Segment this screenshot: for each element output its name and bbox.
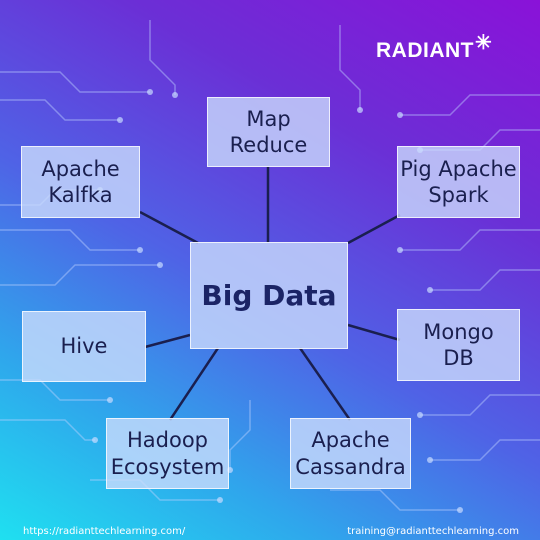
website-link[interactable]: https://radianttechlearning.com/ [23,526,186,537]
connector-hive [144,333,191,349]
node-label: Apache [41,156,120,181]
node-label: Hive [60,334,108,359]
node-big-data: Big Data [190,242,348,349]
radiant-logo: RADIANT✳ [376,32,492,63]
node-label: Mongo [423,319,494,344]
node-label: Ecosystem [110,454,225,479]
node-label: Apache [311,428,390,453]
node-label: Map [246,106,291,131]
connector-cassandra [298,347,352,421]
node-label: Hadoop [126,428,209,453]
node-label: Reduce [229,133,308,157]
node-label: Cassandra [295,454,406,479]
email-link[interactable]: training@radianttechlearning.com [347,526,519,537]
node-label: Pig Apache [400,156,517,181]
center-label: Big Data [201,279,337,312]
connector-pig-spark [347,213,401,245]
connector-apache-kafka [139,210,199,245]
logo-text: RADIANT [376,39,474,62]
node-label: Kalfka [48,183,113,207]
asterisk-icon: ✳ [475,32,493,54]
connector-hadoop [168,347,220,421]
connector-mongo-db [347,323,401,342]
node-label: DB [443,346,474,370]
connector-lines [139,166,401,421]
node-hive: Hive [22,311,146,382]
node-label: Spark [428,183,489,207]
